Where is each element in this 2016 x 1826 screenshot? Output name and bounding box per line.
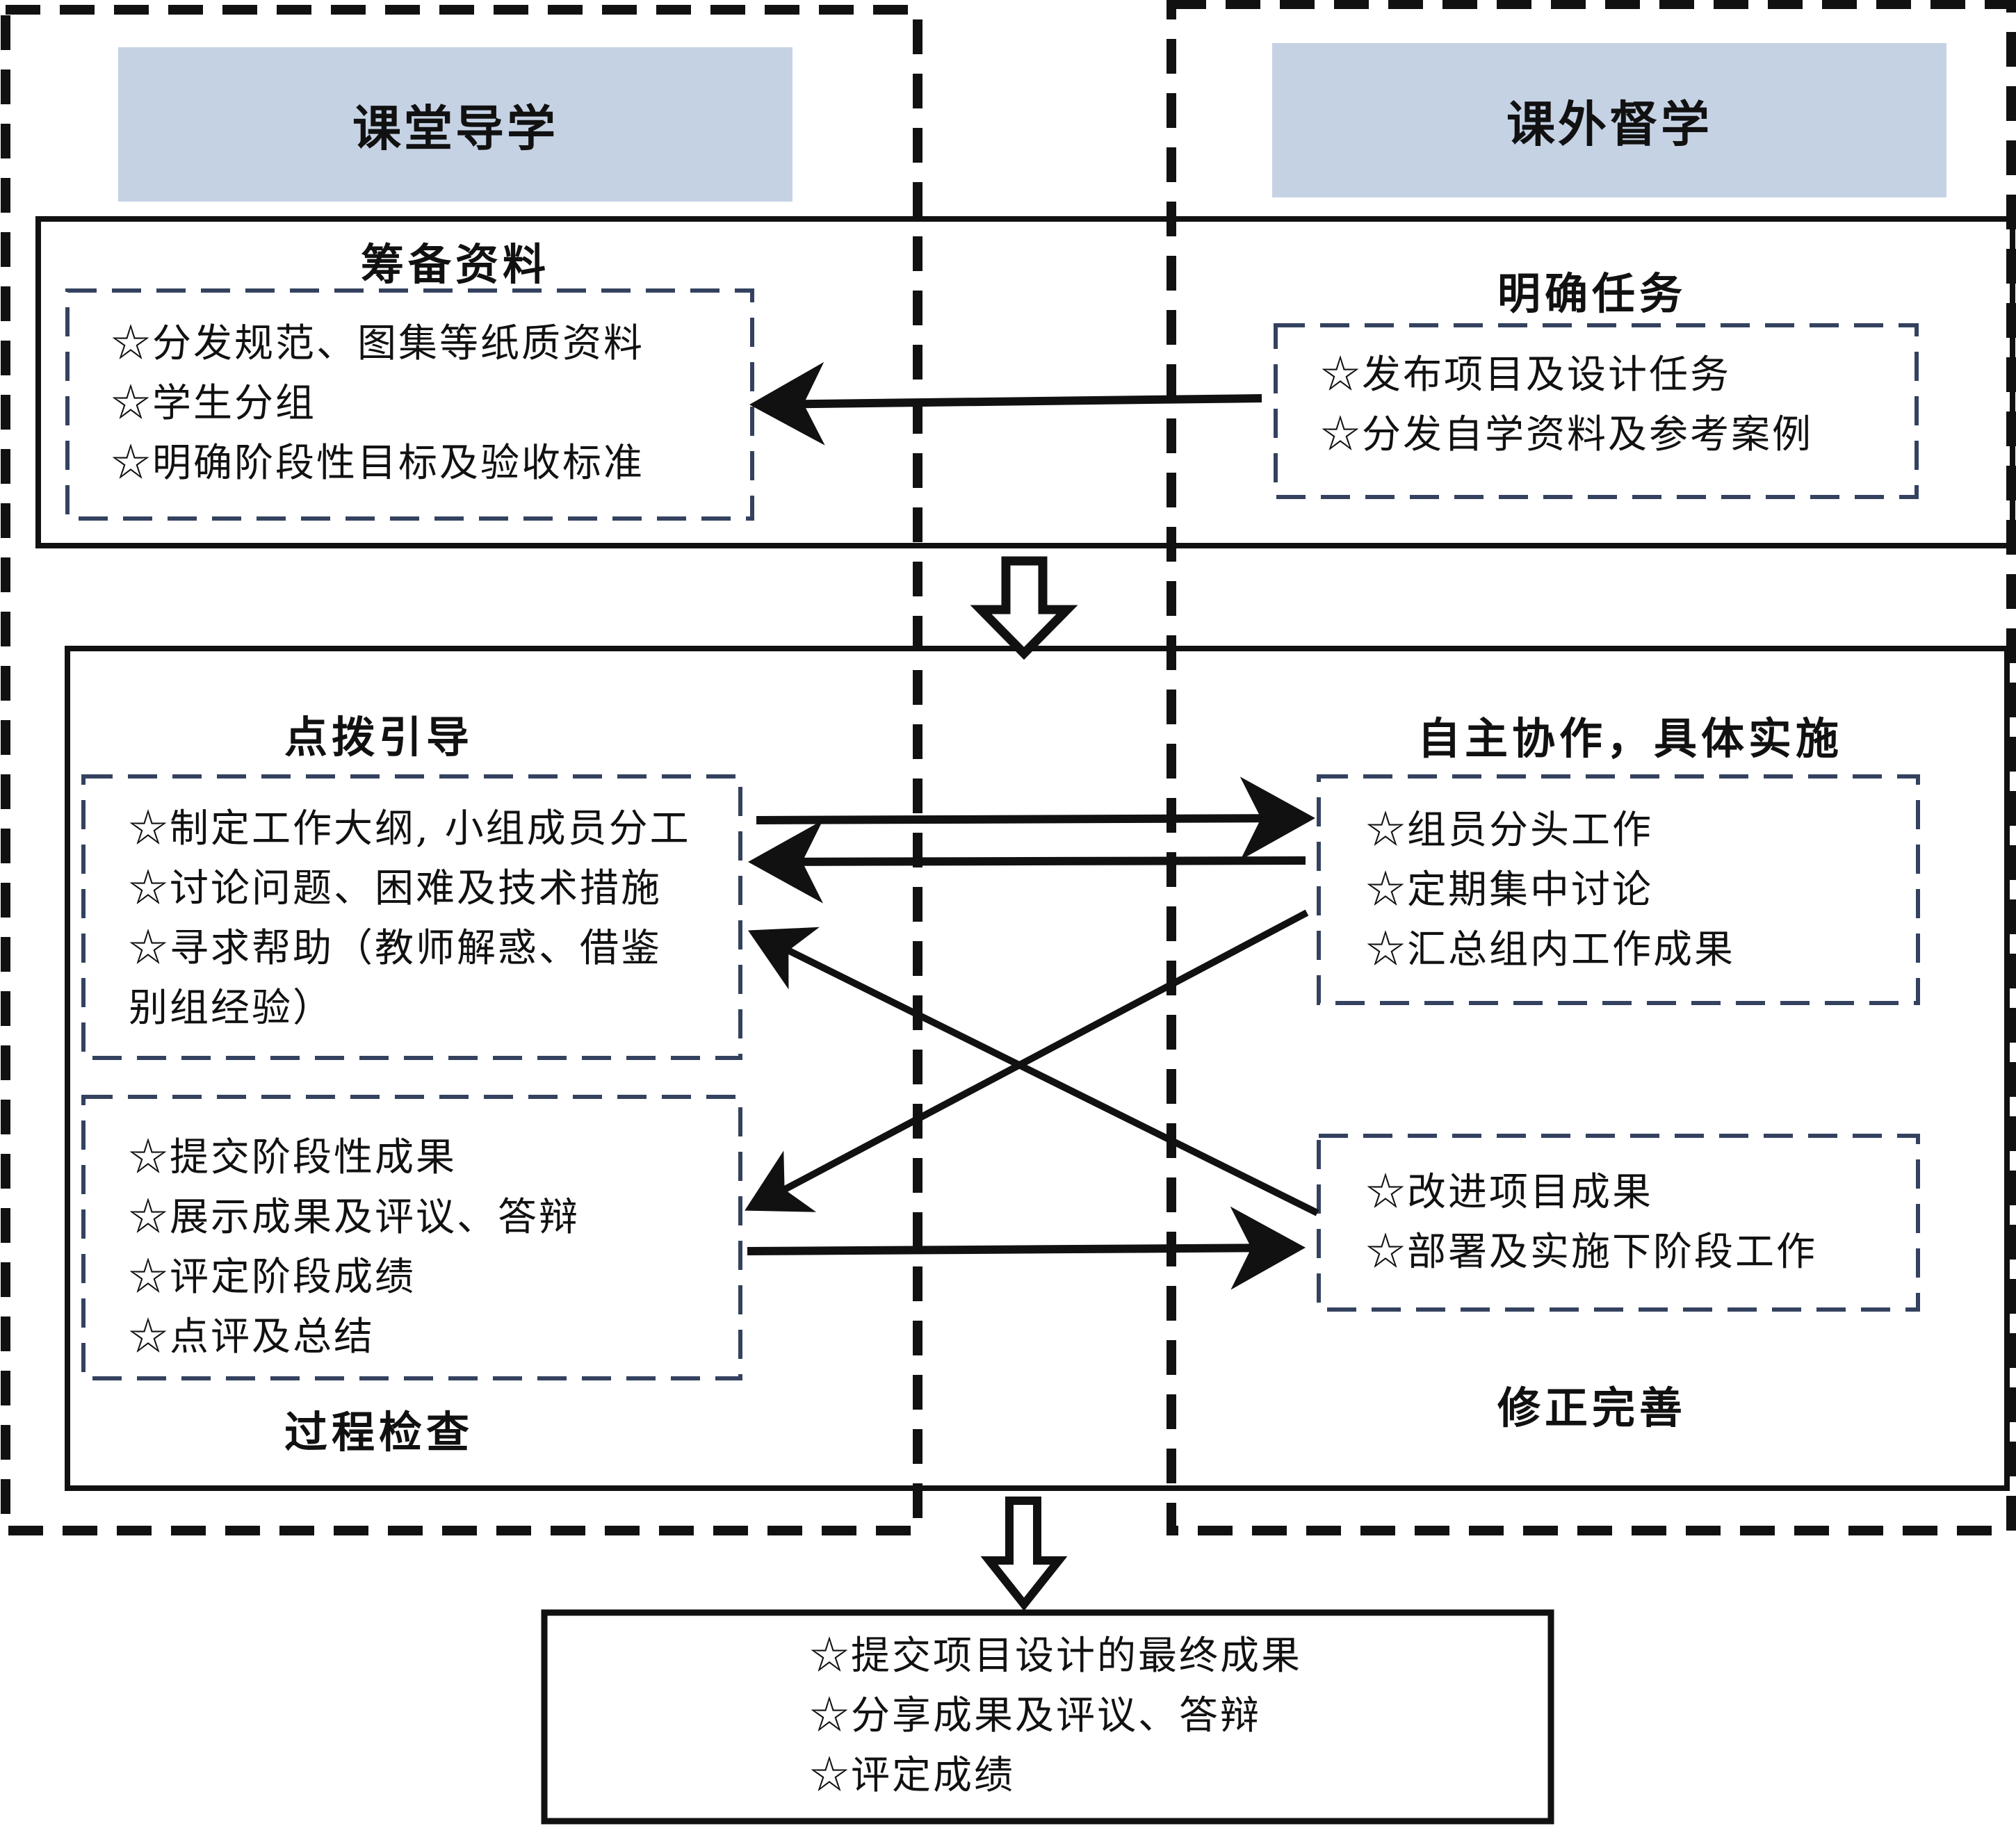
define-tasks-list: ☆发布项目及设计任务 ☆分发自学资料及参考案例: [1321, 345, 1813, 465]
arrow-task-to-prep: [749, 361, 1262, 446]
list-item: ☆分发自学资料及参考案例: [1321, 412, 1813, 457]
list-item: ☆讨论问题、困难及技术措施: [129, 866, 662, 911]
list-item: ☆分享成果及评议、答辩: [810, 1693, 1261, 1738]
list-item: ☆发布项目及设计任务: [1321, 352, 1731, 398]
header-label: 课堂导学: [352, 99, 558, 157]
final-results-list: ☆提交项目设计的最终成果 ☆分享成果及评议、答辩 ☆评定成绩: [810, 1627, 1302, 1806]
list-item: ☆展示成果及评议、答辩: [129, 1195, 580, 1240]
list-item: 别组经验）: [129, 986, 334, 1031]
revise-title: 修正完善: [1497, 1383, 1686, 1433]
check-list: ☆提交阶段性成果 ☆展示成果及评议、答辩 ☆评定阶段成绩 ☆点评及总结: [129, 1128, 580, 1367]
stage1-frame: [35, 216, 2015, 548]
implement-box: [1317, 774, 1920, 1005]
stage2-frame: [65, 646, 2010, 1491]
revise-box: [1317, 1134, 1920, 1312]
guide-list: ☆制定工作大纲, 小组成员分工 ☆讨论问题、困难及技术措施 ☆寻求帮助（教师解惑…: [129, 799, 691, 1038]
list-item: ☆汇总组内工作成果: [1366, 927, 1735, 972]
guide-box: [81, 774, 742, 1060]
list-item: ☆提交项目设计的最终成果: [810, 1633, 1302, 1679]
arrow-check-to-revise: [747, 1206, 1306, 1290]
stage1-right-box: [1274, 323, 1919, 499]
implement-title: 自主协作，具体实施: [1417, 713, 1843, 764]
final-frame: [541, 1609, 1554, 1825]
arrow-guide-to-implement: [756, 776, 1315, 861]
list-item: ☆寻求帮助（教师解惑、借鉴: [129, 926, 662, 971]
list-item: ☆评定成绩: [810, 1753, 1015, 1798]
list-item: ☆制定工作大纲, 小组成员分工: [129, 806, 691, 851]
arrow-implement-to-check: [745, 909, 1309, 1212]
header-after-class-supervision: 课外督学: [1272, 43, 1946, 197]
header-label: 课外督学: [1506, 95, 1712, 153]
stage1-left-box: [65, 288, 754, 521]
define-tasks-title: 明确任务: [1497, 268, 1686, 319]
list-item: ☆评定阶段成绩: [129, 1255, 416, 1300]
list-item: ☆组员分头工作: [1366, 808, 1653, 853]
list-item: ☆分发规范、图集等纸质资料: [111, 321, 644, 366]
list-item: ☆点评及总结: [129, 1314, 375, 1360]
list-item: ☆改进项目成果: [1366, 1170, 1653, 1215]
list-item: ☆提交阶段性成果: [129, 1135, 457, 1180]
left-column-frame: [1, 5, 922, 1535]
revise-list: ☆改进项目成果 ☆部署及实施下阶段工作: [1366, 1163, 1817, 1282]
guide-title: 点拨引导: [284, 712, 473, 763]
implement-list: ☆组员分头工作 ☆定期集中讨论 ☆汇总组内工作成果: [1366, 801, 1735, 980]
arrow-revise-to-guide: [748, 927, 1319, 1216]
down-arrow-stage2-to-final: [980, 1497, 1068, 1611]
prep-materials-list: ☆分发规范、图集等纸质资料 ☆学生分组 ☆明确阶段性目标及验收标准: [111, 314, 644, 494]
list-item: ☆明确阶段性目标及验收标准: [111, 441, 644, 486]
prep-materials-title: 筹备资料: [360, 239, 550, 290]
list-item: ☆学生分组: [111, 381, 316, 426]
check-box: [81, 1095, 742, 1380]
list-item: ☆部署及实施下阶段工作: [1366, 1230, 1817, 1275]
down-arrow-stage1-to-stage2: [970, 556, 1078, 660]
header-classroom-guided-learning: 课堂导学: [118, 47, 792, 202]
list-item: ☆定期集中讨论: [1366, 867, 1653, 913]
check-title: 过程检查: [284, 1407, 473, 1458]
right-column-frame: [1166, 0, 2016, 1535]
arrow-implement-to-guide: [748, 820, 1306, 904]
